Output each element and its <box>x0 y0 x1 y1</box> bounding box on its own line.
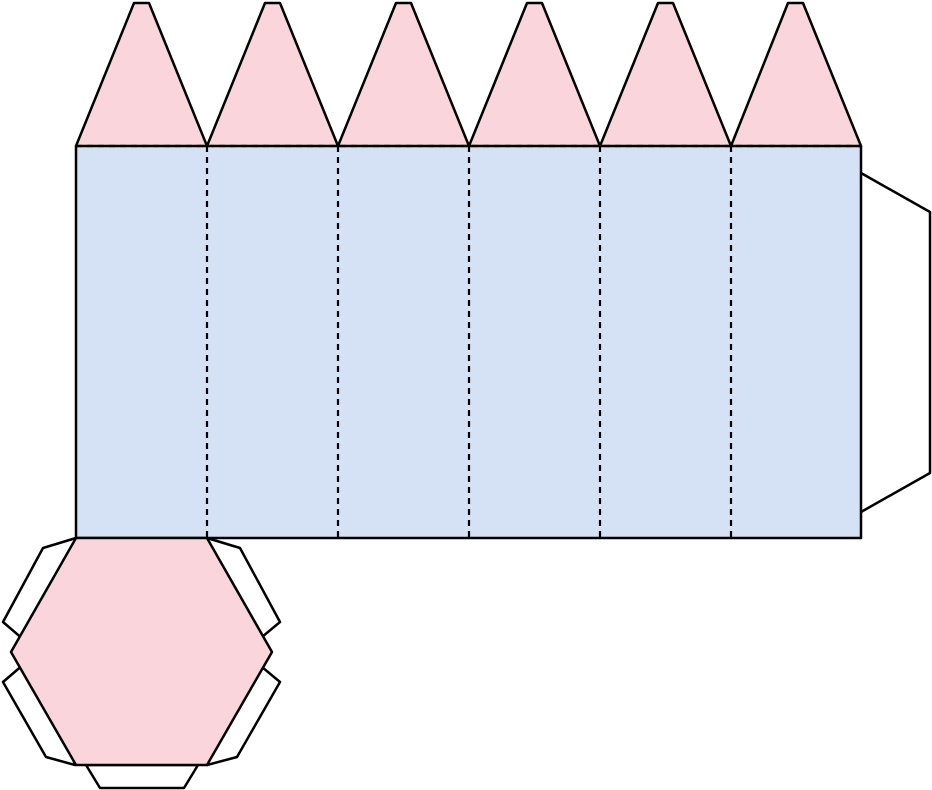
lateral-face <box>469 146 600 538</box>
lateral-face <box>600 146 731 538</box>
glue-tab-right <box>860 171 932 514</box>
fold-lines <box>76 144 861 538</box>
lateral-face <box>338 146 469 538</box>
lateral-face <box>731 146 861 538</box>
top-tips <box>74 1 863 148</box>
top-tip <box>598 1 733 148</box>
lateral-face <box>76 146 207 538</box>
top-tip <box>729 1 863 148</box>
top-tip <box>205 1 340 148</box>
glue-tab-bottom <box>84 763 200 790</box>
hexagon-base <box>9 536 274 767</box>
top-tip <box>74 1 209 148</box>
top-tip <box>336 1 471 148</box>
lateral-face <box>207 146 338 538</box>
lateral-faces <box>76 146 861 538</box>
lateral-strip-outline <box>74 146 863 540</box>
top-tip <box>467 1 602 148</box>
glue-tabs <box>1 536 282 790</box>
